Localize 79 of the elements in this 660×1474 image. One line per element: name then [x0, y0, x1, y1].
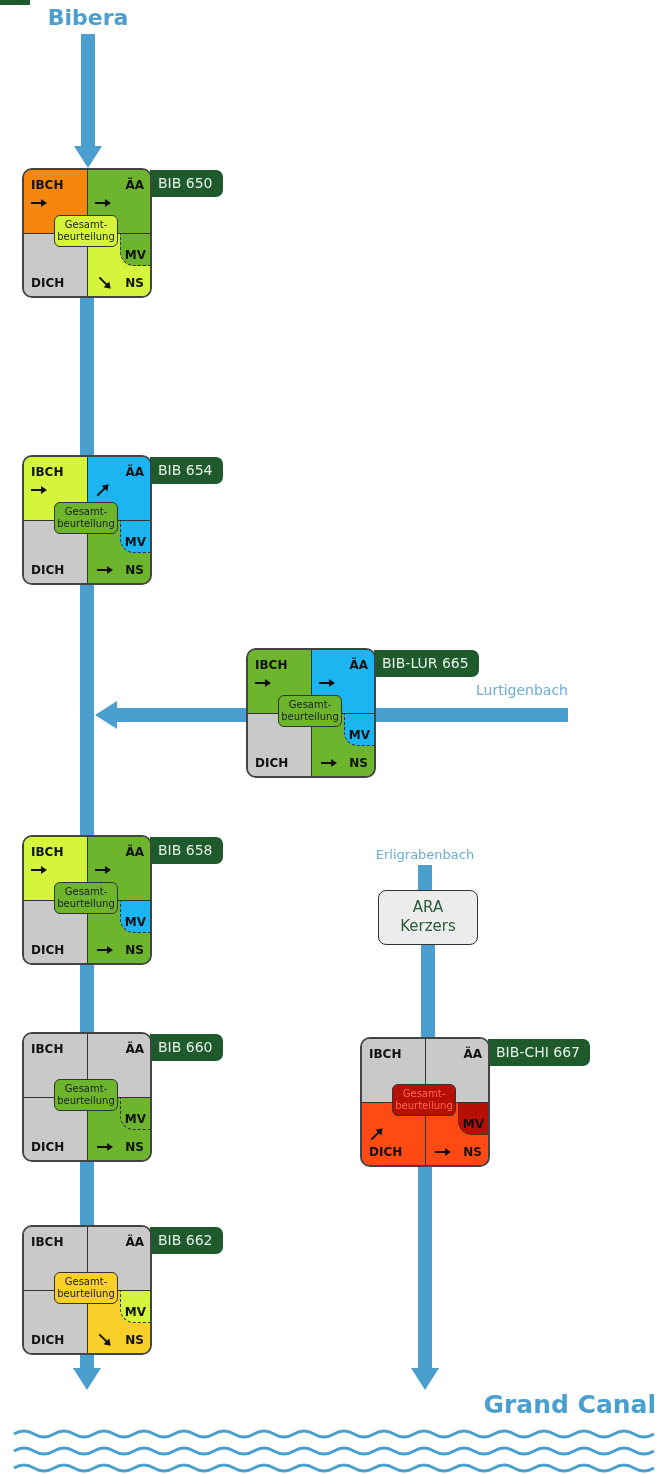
indicator-label: NS	[125, 1140, 144, 1154]
station-label: BIB 654	[150, 457, 223, 484]
indicator-label: DICH	[31, 563, 65, 577]
river-line	[421, 945, 435, 1037]
indicator-label: NS	[125, 563, 144, 577]
indicator-label: ÄA	[125, 1042, 144, 1056]
station-label: BIB 660	[150, 1034, 223, 1061]
flow-arrow	[73, 1355, 101, 1390]
rating-patch	[120, 1098, 150, 1130]
indicator-label: MV	[462, 1117, 484, 1131]
indicator-label: DICH	[31, 276, 65, 290]
indicator-label: MV	[124, 915, 146, 929]
indicator-label: NS	[349, 756, 368, 770]
river-line	[376, 708, 568, 722]
indicator-label: MV	[124, 535, 146, 549]
rating-patch	[120, 234, 150, 266]
overall-rating-tag: Gesamt- beurteilung	[278, 695, 342, 727]
station-label: BIB 662	[150, 1227, 223, 1254]
overall-rating-tag: Gesamt- beurteilung	[392, 1084, 456, 1116]
indicator-label: DICH	[255, 756, 289, 770]
indicator-label: MV	[124, 248, 146, 262]
rating-patch	[120, 901, 150, 933]
rating-patch	[120, 521, 150, 553]
station-label: BIB 658	[150, 837, 223, 864]
indicator-label: ÄA	[125, 1235, 144, 1249]
stream-name: Erligrabenbach	[365, 845, 485, 865]
indicator-label: NS	[125, 276, 144, 290]
indicator-label: IBCH	[31, 465, 64, 479]
indicator-label: IBCH	[255, 658, 288, 672]
station-card	[22, 1032, 152, 1162]
river-line	[80, 298, 94, 455]
indicator-label: ÄA	[125, 845, 144, 859]
indicator-label: IBCH	[31, 1235, 64, 1249]
overall-rating-tag: Gesamt- beurteilung	[54, 882, 118, 914]
station-label: BIB-LUR 665	[374, 650, 479, 677]
overall-rating-tag: Gesamt- beurteilung	[54, 215, 118, 247]
indicator-label: ÄA	[125, 465, 144, 479]
indicator-label: MV	[124, 1305, 146, 1319]
indicator-label: MV	[124, 1112, 146, 1126]
indicator-label: IBCH	[369, 1047, 402, 1061]
water-body-name: Grand Canal	[483, 1390, 656, 1419]
rating-patch	[458, 1103, 488, 1135]
flow-arrow	[95, 701, 246, 729]
river-line	[418, 865, 432, 890]
indicator-label: IBCH	[31, 1042, 64, 1056]
overall-rating-tag: Gesamt- beurteilung	[54, 1079, 118, 1111]
indicator-label: ÄA	[349, 658, 368, 672]
rating-patch	[120, 1291, 150, 1323]
station-card	[360, 1037, 490, 1167]
station-card	[22, 455, 152, 585]
indicator-label: ÄA	[463, 1047, 482, 1061]
indicator-label: MV	[348, 728, 370, 742]
rating-patch	[344, 714, 374, 746]
indicator-label: NS	[125, 943, 144, 957]
indicator-label: IBCH	[31, 178, 64, 192]
river-line	[80, 1162, 94, 1225]
indicator-label: DICH	[31, 1333, 65, 1347]
stream-name: Lurtigenbach	[475, 682, 568, 698]
station-label: BIB 650	[150, 170, 223, 197]
station-card	[22, 168, 152, 298]
overall-rating-tag: Gesamt- beurteilung	[54, 1272, 118, 1304]
indicator-label: DICH	[31, 943, 65, 957]
station-card	[22, 835, 152, 965]
flow-arrow	[411, 1167, 439, 1390]
river-name: Bibera	[38, 2, 138, 34]
indicator-label: DICH	[31, 1140, 65, 1154]
station-label: BIB-CHI 667	[488, 1039, 590, 1066]
indicator-label: DICH	[369, 1145, 403, 1159]
station-card	[246, 648, 376, 778]
river-line	[80, 585, 94, 835]
overall-rating-tag: Gesamt- beurteilung	[54, 502, 118, 534]
station-card	[22, 1225, 152, 1355]
indicator-label: NS	[125, 1333, 144, 1347]
indicator-label: IBCH	[31, 845, 64, 859]
flow-arrow	[74, 34, 102, 168]
treatment-plant-box: ARA Kerzers	[378, 890, 478, 945]
river-line	[80, 965, 94, 1032]
indicator-label: ÄA	[125, 178, 144, 192]
indicator-label: NS	[463, 1145, 482, 1159]
